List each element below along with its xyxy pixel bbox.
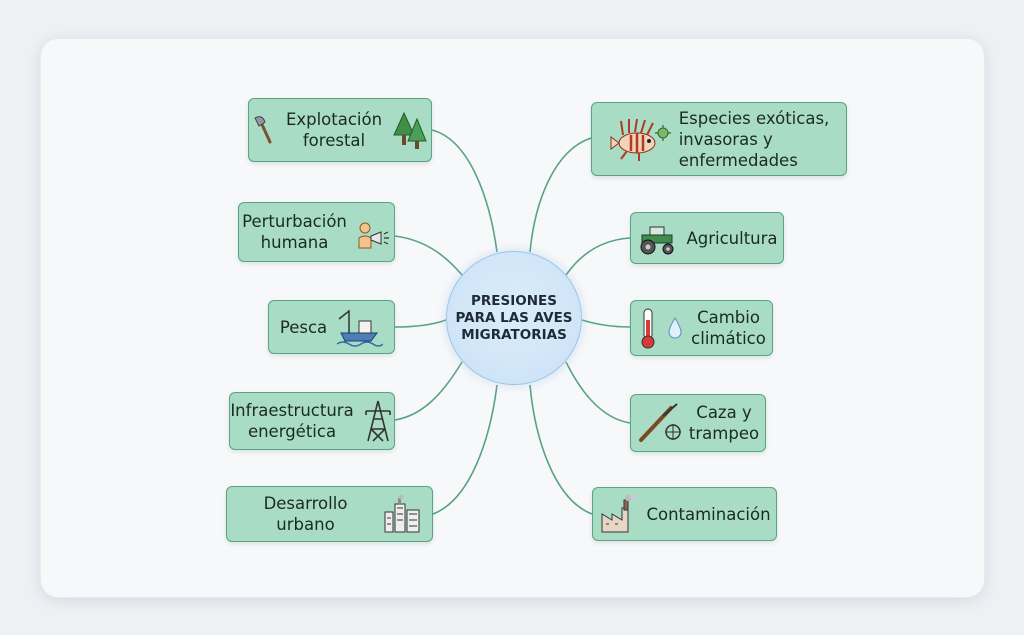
node-label: Caza y trampeo <box>688 403 760 443</box>
node-label: Cambio climático <box>691 308 766 348</box>
central-topic: PRESIONES PARA LAS AVES MIGRATORIAS <box>446 251 582 385</box>
node-explotacion-forestal: Explotación forestal <box>248 98 432 162</box>
node-label: Desarrollo urbano <box>263 494 348 534</box>
node-caza-trampeo: Caza y trampeo <box>630 394 766 452</box>
rifle-icon <box>637 402 681 444</box>
tractor-icon <box>636 221 678 255</box>
node-agricultura: Agricultura <box>630 212 784 264</box>
ice-drop-icon <box>667 316 683 340</box>
city-buildings-icon <box>382 494 422 534</box>
factory-smoke-icon <box>598 494 638 534</box>
fishing-boat-icon <box>335 307 384 347</box>
person-megaphone-icon <box>355 214 391 250</box>
node-pesca: Pesca <box>268 300 395 354</box>
link-perturbacion <box>394 235 463 276</box>
node-especies-exoticas: Especies exóticas, invasoras y enfermeda… <box>591 102 847 176</box>
node-desarrollo-urbano: Desarrollo urbano <box>226 486 433 542</box>
node-label: Contaminación <box>646 504 771 524</box>
node-label: Pesca <box>279 317 328 337</box>
node-label: Explotación forestal <box>285 110 383 150</box>
axe-icon <box>250 114 278 146</box>
node-label: Perturbación humana <box>242 212 347 252</box>
link-agricultura <box>565 237 631 276</box>
node-infraestructura-energetica: Infraestructura energética <box>229 392 395 450</box>
node-contaminacion: Contaminación <box>592 487 777 541</box>
node-label: Agricultura <box>686 228 778 248</box>
thermometer-icon <box>637 306 659 350</box>
link-explotacion <box>431 129 498 253</box>
trees-icon <box>390 109 430 151</box>
link-cambio <box>581 319 631 328</box>
link-infraestructura <box>394 361 463 421</box>
central-topic-label: PRESIONES PARA LAS AVES MIGRATORIAS <box>455 292 573 343</box>
power-tower-icon <box>362 399 394 443</box>
link-especies <box>529 137 592 253</box>
node-label: Infraestructura energética <box>230 401 354 441</box>
node-perturbacion-humana: Perturbación humana <box>238 202 395 262</box>
lionfish-icon <box>609 117 671 161</box>
node-label: Especies exóticas, invasoras y enfermeda… <box>678 108 830 170</box>
link-contaminacion <box>529 384 593 515</box>
link-urbano <box>432 384 498 515</box>
node-cambio-climatico: Cambio climático <box>630 300 773 356</box>
link-pesca <box>394 319 447 328</box>
link-caza <box>565 361 631 424</box>
